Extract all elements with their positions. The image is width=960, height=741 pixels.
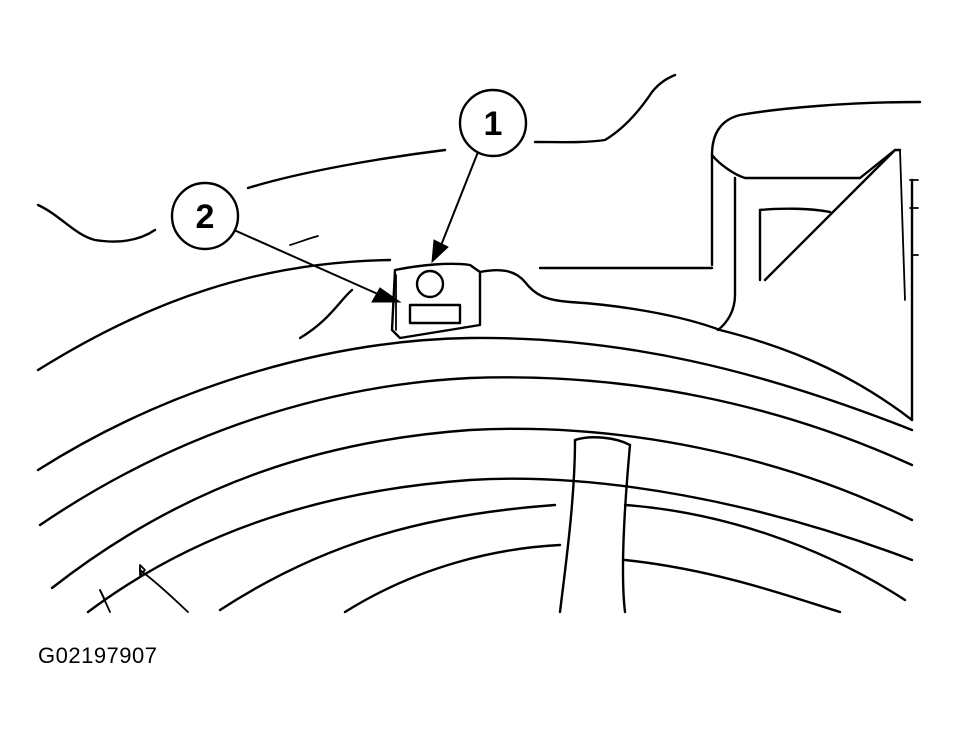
mount-bracket [538, 100, 922, 422]
callout-1-label: 1 [484, 105, 503, 143]
callout-2: 2 [170, 181, 402, 303]
spoke [558, 436, 632, 614]
concentric-arcs [36, 336, 914, 614]
figure-id: G02197907 [38, 643, 158, 668]
callout-1: 1 [431, 88, 528, 264]
sensor-component [390, 262, 482, 340]
sensor-rect-marker [408, 303, 462, 325]
sensor-circle-marker [415, 269, 445, 299]
callout-2-label: 2 [196, 198, 215, 236]
ridge-line [478, 268, 914, 422]
body-contours [36, 73, 677, 372]
lower-left-details [99, 564, 189, 613]
